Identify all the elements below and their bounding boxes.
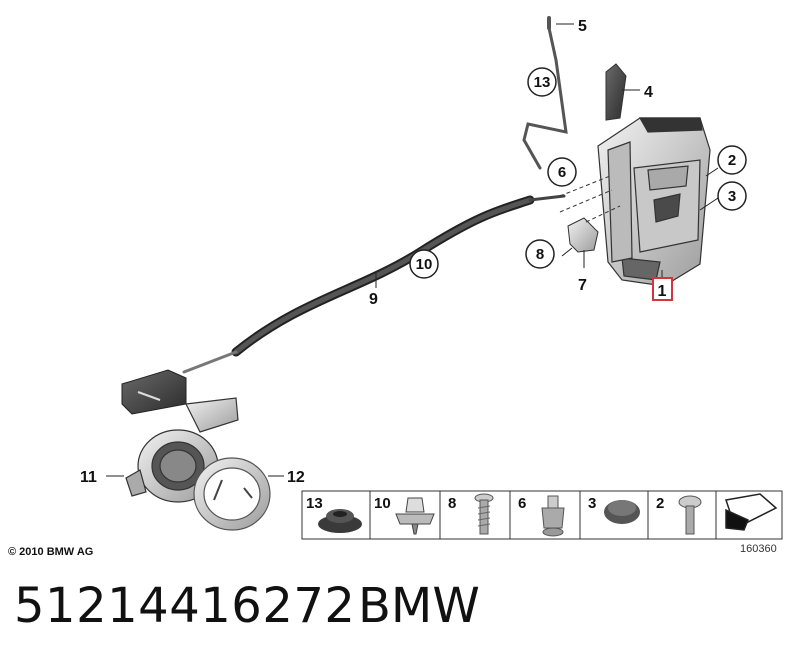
- lock-rod: [522, 16, 568, 170]
- legend-clip-icon: [395, 497, 435, 535]
- guide-lines: [559, 175, 621, 223]
- callout-2: 2: [728, 152, 736, 169]
- legend-stud-icon: [541, 495, 565, 537]
- legend-plug-icon: [604, 500, 640, 524]
- legend-bolt-icon: [678, 495, 702, 535]
- callout-13: 13: [534, 74, 551, 91]
- callout-3-circle: 3: [717, 181, 747, 211]
- copyright-text: © 2010 BMW AG: [8, 546, 93, 558]
- legend-label-3: 3: [588, 495, 596, 512]
- callout-3: 3: [728, 188, 736, 205]
- callout-4: 4: [644, 84, 653, 101]
- callout-9: 9: [369, 291, 378, 308]
- bowden-cable: [182, 194, 566, 374]
- callout-5: 5: [578, 18, 587, 35]
- callout-11: 11: [80, 469, 97, 486]
- legend-label-10: 10: [374, 495, 391, 512]
- legend-screw-icon: [474, 493, 494, 535]
- callout-6: 6: [558, 164, 566, 181]
- callout-13-circle: 13: [527, 67, 557, 97]
- callout-12: 12: [287, 469, 305, 486]
- part-4-clip: [605, 63, 627, 121]
- callout-6-circle: 6: [547, 157, 577, 187]
- brand-name: BMW: [358, 578, 480, 634]
- part-7-bracket: [567, 217, 599, 253]
- legend-grommet-icon: [318, 509, 362, 533]
- callout-10-circle: 10: [409, 249, 439, 279]
- part-number: 51214416272: [14, 578, 356, 634]
- legend-label-8: 8: [448, 495, 456, 512]
- legend-label-6: 6: [518, 495, 526, 512]
- legend-label-13: 13: [306, 495, 323, 512]
- door-lock-actuator: [597, 117, 711, 287]
- legend-arrow-icon: [725, 493, 778, 531]
- callout-1: 1: [658, 283, 667, 300]
- callout-7: 7: [578, 277, 587, 294]
- parts-legend: 13 10 8 6 3 2: [301, 490, 783, 540]
- cable-holder: [121, 369, 187, 415]
- image-number: 160360: [740, 543, 777, 555]
- callout-1-highlight[interactable]: 1: [652, 277, 673, 301]
- callout-8: 8: [536, 246, 544, 263]
- trim-ring: [193, 457, 271, 531]
- legend-label-2: 2: [656, 495, 664, 512]
- callout-2-circle: 2: [717, 145, 747, 175]
- callout-10: 10: [416, 256, 433, 273]
- callout-8-circle: 8: [525, 239, 555, 269]
